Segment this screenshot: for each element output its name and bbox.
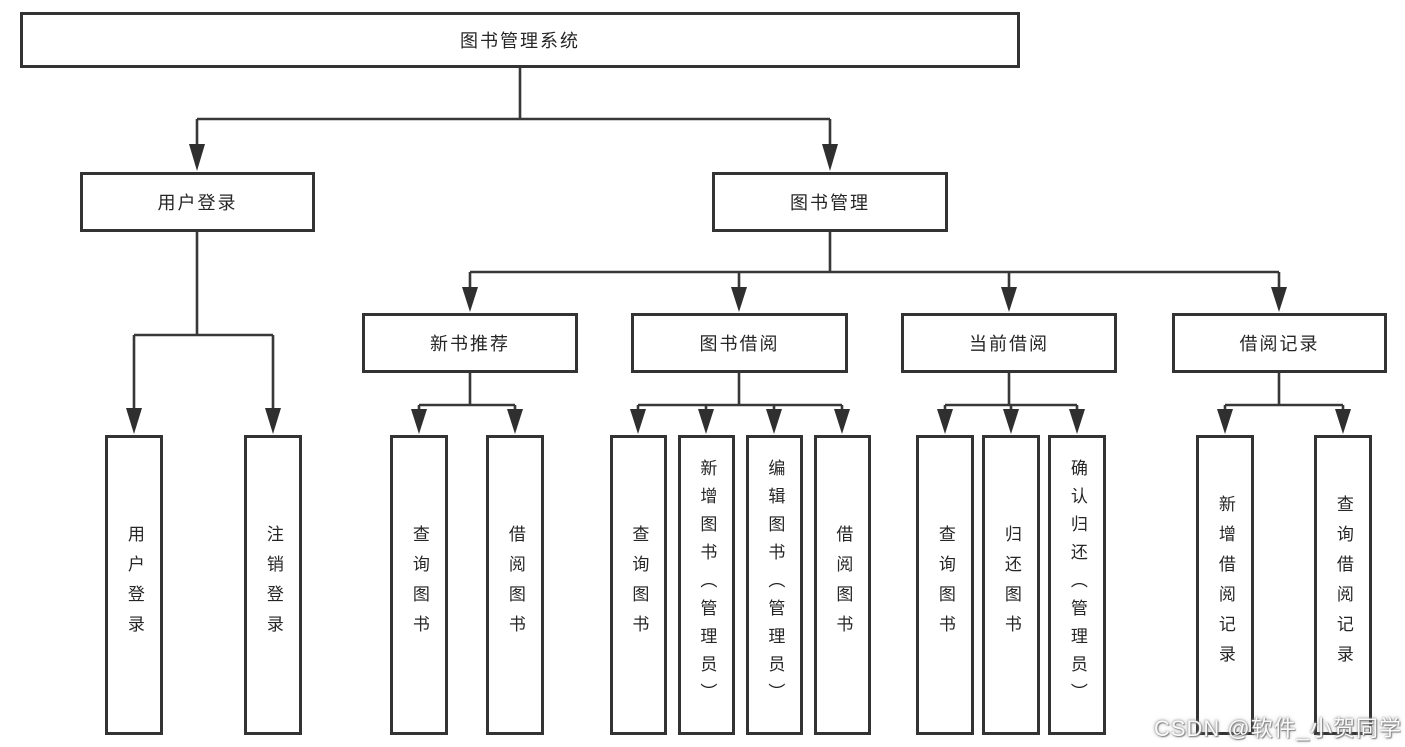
node-borrow-records-label: 借阅记录 xyxy=(1239,334,1320,354)
leaf-borrow-books-borrow: 借阅图书 xyxy=(814,435,871,735)
leaf-add-books-admin-label: 新增图书（管理员） xyxy=(697,459,717,711)
leaf-edit-books-admin-label: 编辑图书（管理员） xyxy=(765,459,785,711)
node-current-borrow-label: 当前借阅 xyxy=(969,334,1049,354)
leaf-query-books-borrow: 查询图书 xyxy=(610,435,667,735)
leaf-query-books-borrow-label: 查询图书 xyxy=(629,525,649,645)
leaf-query-books-recommend: 查询图书 xyxy=(390,435,448,735)
leaf-return-books-label: 归还图书 xyxy=(1001,525,1021,645)
node-user-login-group: 用户登录 xyxy=(80,172,315,232)
leaf-edit-books-admin: 编辑图书（管理员） xyxy=(746,435,803,735)
node-book-borrow-label: 图书借阅 xyxy=(699,334,780,354)
leaf-logout-label: 注销登录 xyxy=(263,525,283,645)
leaf-query-borrow-record: 查询借阅记录 xyxy=(1314,435,1372,735)
node-borrow-records: 借阅记录 xyxy=(1172,313,1387,373)
leaf-add-borrow-record: 新增借阅记录 xyxy=(1196,435,1254,735)
leaf-query-books-recommend-label: 查询图书 xyxy=(409,525,429,645)
leaf-query-books-current-label: 查询图书 xyxy=(935,525,955,645)
node-new-book-recommend-label: 新书推荐 xyxy=(430,334,510,354)
node-new-book-recommend: 新书推荐 xyxy=(362,313,578,373)
node-root: 图书管理系统 xyxy=(20,12,1020,68)
leaf-add-borrow-record-label: 新增借阅记录 xyxy=(1215,495,1235,675)
node-book-management: 图书管理 xyxy=(712,172,948,232)
node-current-borrow: 当前借阅 xyxy=(901,313,1117,373)
node-root-label: 图书管理系统 xyxy=(460,31,580,51)
leaf-user-login: 用户登录 xyxy=(105,435,163,735)
leaf-return-books: 归还图书 xyxy=(982,435,1040,735)
leaf-borrow-books-recommend: 借阅图书 xyxy=(486,435,544,735)
leaf-borrow-books-recommend-label: 借阅图书 xyxy=(505,525,525,645)
csdn-watermark: CSDN @软件_小贺同学 xyxy=(1153,716,1402,741)
node-book-borrow: 图书借阅 xyxy=(631,313,848,373)
leaf-add-books-admin: 新增图书（管理员） xyxy=(678,435,735,735)
leaf-confirm-return-admin: 确认归还（管理员） xyxy=(1048,435,1106,735)
node-user-login-group-label: 用户登录 xyxy=(157,193,238,213)
leaf-query-borrow-record-label: 查询借阅记录 xyxy=(1333,495,1353,675)
leaf-borrow-books-borrow-label: 借阅图书 xyxy=(833,525,853,645)
leaf-query-books-current: 查询图书 xyxy=(916,435,974,735)
leaf-logout: 注销登录 xyxy=(244,435,302,735)
leaf-user-login-label: 用户登录 xyxy=(124,525,144,645)
node-book-management-label: 图书管理 xyxy=(790,193,870,213)
leaf-confirm-return-admin-label: 确认归还（管理员） xyxy=(1067,459,1087,711)
